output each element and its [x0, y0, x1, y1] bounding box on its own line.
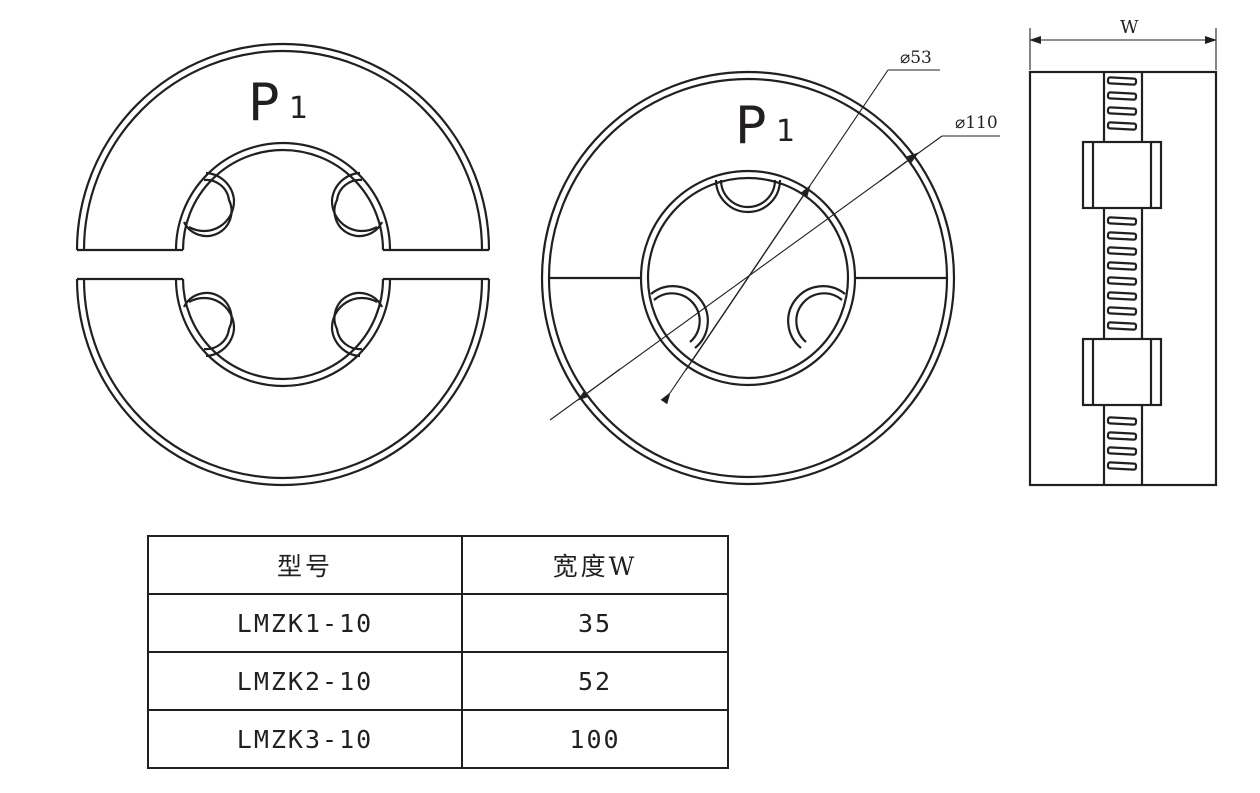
cell-model: LMZK3-10 — [147, 709, 463, 769]
screw-thread-slots — [1106, 76, 1138, 471]
middle-view-label-subscript: 1 — [776, 114, 795, 149]
left-view-label-subscript: 1 — [289, 91, 308, 126]
cell-width: 100 — [461, 709, 729, 769]
cell-width: 35 — [461, 593, 729, 653]
side-view: W — [1028, 17, 1218, 487]
table-header-row: 型号 宽度W — [147, 535, 729, 595]
left-view-label: P — [248, 73, 279, 133]
clamp-screw-upper — [1081, 140, 1163, 210]
table-row: LMZK3-10 100 — [147, 709, 729, 769]
header-width: 宽度W — [461, 535, 729, 595]
cell-width: 52 — [461, 651, 729, 711]
cell-model: LMZK1-10 — [147, 593, 463, 653]
inner-diameter-label: ⌀53 — [900, 48, 932, 68]
table-row: LMZK2-10 52 — [147, 651, 729, 711]
spec-table: 型号 宽度W LMZK1-10 35 LMZK2-10 52 LMZK3-10 … — [147, 535, 729, 769]
table-row: LMZK1-10 35 — [147, 593, 729, 653]
collar-top-half — [75, 42, 491, 252]
outer-diameter-label: ⌀110 — [955, 113, 998, 133]
dimension-inner-diameter: ⌀53 — [660, 48, 940, 405]
header-model: 型号 — [147, 535, 463, 595]
dimension-outer-diameter: ⌀110 — [549, 113, 1000, 421]
cell-model: LMZK2-10 — [147, 651, 463, 711]
assembled-collar-view: ⌀53 ⌀110 P 1 — [540, 48, 1000, 486]
width-dimension-label: W — [1120, 17, 1139, 38]
clamp-screw-lower — [1081, 337, 1163, 407]
middle-view-label: P — [735, 96, 766, 156]
split-collar-view: P 1 — [75, 42, 491, 487]
collar-bottom-half — [75, 277, 491, 487]
